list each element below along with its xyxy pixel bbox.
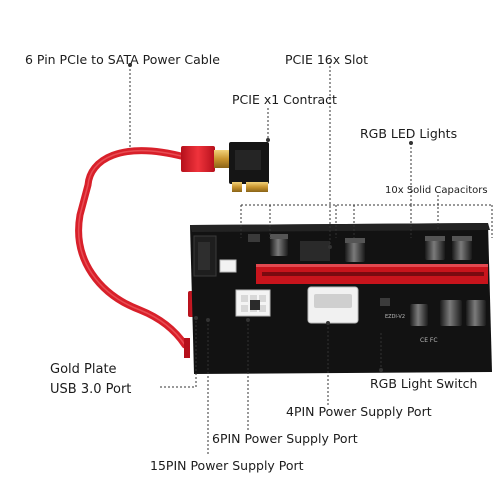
label-6pin-port: 6PIN Power Supply Port — [212, 431, 358, 446]
label-gold-plate-line2: USB 3.0 Port — [50, 382, 132, 397]
usb-plug-bottom — [184, 338, 190, 358]
label-rgb-light-switch: RGB Light Switch — [370, 376, 478, 391]
label-4pin-port: 4PIN Power Supply Port — [286, 404, 432, 419]
label-gold-plate-line1: Gold Plate — [50, 362, 117, 377]
svg-text:CE FC: CE FC — [420, 337, 438, 344]
label-pcie-16x-slot: PCIE 16x Slot — [285, 52, 369, 67]
usb-plug-top — [181, 146, 215, 172]
usb-cable — [75, 147, 189, 349]
label-solid-capacitors: 10x Solid Capacitors — [385, 185, 488, 196]
svg-text:EZDI-V2: EZDI-V2 — [385, 314, 405, 320]
label-sata-cable: 6 Pin PCIe to SATA Power Cable — [25, 52, 220, 67]
label-rgb-led-lights: RGB LED Lights — [360, 126, 458, 141]
capacitors — [270, 234, 486, 326]
label-15pin-port: 15PIN Power Supply Port — [150, 458, 304, 473]
label-pcie-x1-contract: PCIE x1 Contract — [232, 92, 337, 107]
